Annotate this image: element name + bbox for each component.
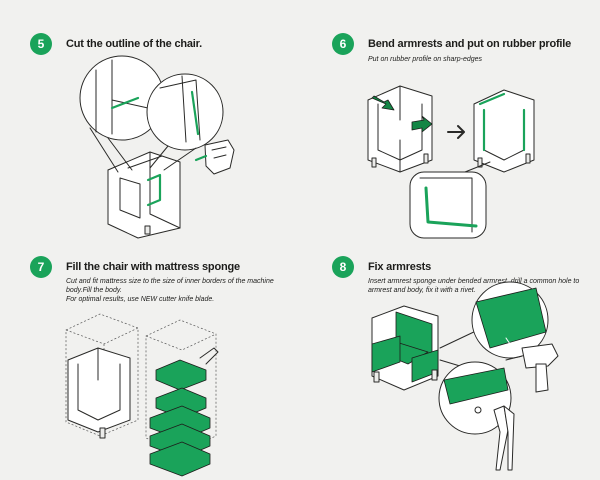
chair-outline-sketch xyxy=(107,151,181,239)
step-7-note: Cut and fit mattress size to the size of… xyxy=(66,278,274,303)
step-8-note: Insert armrest sponge under bended armre… xyxy=(368,278,580,294)
step-5-illustration xyxy=(79,55,235,239)
step-6-number-badge: 6 xyxy=(332,33,354,55)
cut-line xyxy=(146,173,162,207)
step-6-illustration xyxy=(367,85,535,239)
step-6-note: Put on rubber profile on sharp-edges xyxy=(368,56,483,63)
step-7-title: Fill the chair with mattress sponge xyxy=(66,261,240,273)
step-6-panel: 6 Bend armrests and put on rubber profil… xyxy=(300,0,600,240)
drill-hole-magnifier xyxy=(439,281,549,359)
step-7-number-badge: 7 xyxy=(30,256,52,278)
chair-with-armrests xyxy=(371,305,439,391)
step-8-illustration xyxy=(371,281,559,471)
rivet-magnifier xyxy=(438,359,512,435)
step-5-panel: 5 Cut the outline of the chair. xyxy=(0,0,300,240)
magnifier-right xyxy=(146,73,224,171)
chair-after-bending xyxy=(473,89,535,173)
bend-arrow-right xyxy=(411,115,433,133)
drill-tool-icon xyxy=(505,343,559,393)
chair-with-sponge-layers xyxy=(145,319,219,477)
step-7-panel: 7 Fill the chair with mattress sponge Cu… xyxy=(0,240,300,480)
step-8-panel: 8 Fix armrests Insert armrest sponge und… xyxy=(300,240,600,480)
step-5-title: Cut the outline of the chair. xyxy=(66,38,202,50)
step-8-title: Fix armrests xyxy=(368,261,432,273)
step-6-title: Bend armrests and put on rubber profile xyxy=(368,38,572,50)
chair-with-dashed-bounds xyxy=(65,313,139,439)
step-8-number-badge: 8 xyxy=(332,256,354,278)
jigsaw-tool-icon xyxy=(194,139,235,175)
step-7-illustration xyxy=(65,313,219,477)
rubber-profile-magnifier xyxy=(409,161,491,239)
bend-arrow-top xyxy=(371,95,395,111)
arrow-right-icon xyxy=(447,125,465,139)
step-5-number-badge: 5 xyxy=(30,33,52,55)
magnifier-left xyxy=(79,55,165,173)
rivet-tool-icon xyxy=(493,405,515,471)
